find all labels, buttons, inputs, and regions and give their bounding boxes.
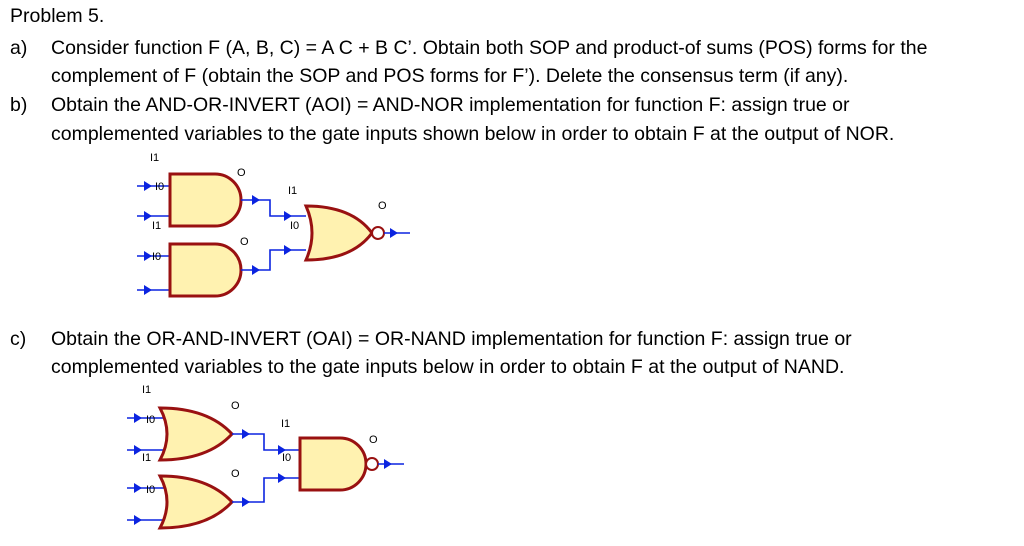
oai-label-i0-mid: I0 — [282, 452, 292, 464]
aoi-label-i0-top: I0 — [155, 181, 165, 193]
aoi-label-i1-top: I1 — [150, 152, 160, 164]
part-b-line-2: complemented variables to the gate input… — [51, 123, 895, 145]
problem-title: Problem 5. — [10, 5, 105, 27]
part-a-line-1: Consider function F (A, B, C) = A C + B … — [51, 37, 928, 59]
part-c-marker: c) — [10, 328, 27, 350]
and-gate-top — [168, 172, 243, 228]
nand-gate — [298, 436, 368, 492]
oai-label-o-out: O — [369, 434, 378, 446]
aoi-label-i0-bottom: I0 — [152, 251, 162, 263]
aoi-label-o-out: O — [378, 200, 387, 212]
aoi-label-i0-mid: I0 — [290, 220, 300, 232]
part-b-line-1: Obtain the AND-OR-INVERT (AOI) = AND-NOR… — [51, 94, 850, 116]
aoi-label-i1-mid: I1 — [288, 185, 298, 197]
oai-label-i0-bottom: I0 — [146, 484, 156, 496]
oai-label-o-top: O — [231, 400, 240, 412]
aoi-label-o-top: O — [237, 167, 246, 179]
part-b-marker: b) — [10, 94, 28, 116]
aoi-diagram — [137, 172, 410, 298]
or-gate-bottom — [157, 474, 235, 530]
part-a-line-2: complement of F (obtain the SOP and POS … — [51, 65, 849, 87]
aoi-label-i1-left: I1 — [152, 220, 162, 232]
oai-label-i0-top: I0 — [146, 414, 156, 426]
part-c-line-2: complemented variables to the gate input… — [51, 356, 845, 378]
oai-label-i1-top: I1 — [142, 384, 152, 396]
oai-diagram — [127, 406, 404, 530]
oai-label-o-bottom: O — [231, 468, 240, 480]
oai-label-i1-mid: I1 — [281, 418, 291, 430]
or-gate-top — [157, 406, 235, 462]
aoi-label-o-bottom: O — [240, 236, 249, 248]
and-gate-bottom — [168, 242, 243, 298]
part-a-marker: a) — [10, 37, 28, 59]
nor-gate — [303, 204, 374, 262]
nor-bubble — [371, 226, 385, 240]
oai-label-i1-left: I1 — [142, 452, 152, 464]
part-c-line-1: Obtain the OR-AND-INVERT (OAI) = OR-NAND… — [51, 328, 852, 350]
nand-bubble — [365, 457, 379, 471]
